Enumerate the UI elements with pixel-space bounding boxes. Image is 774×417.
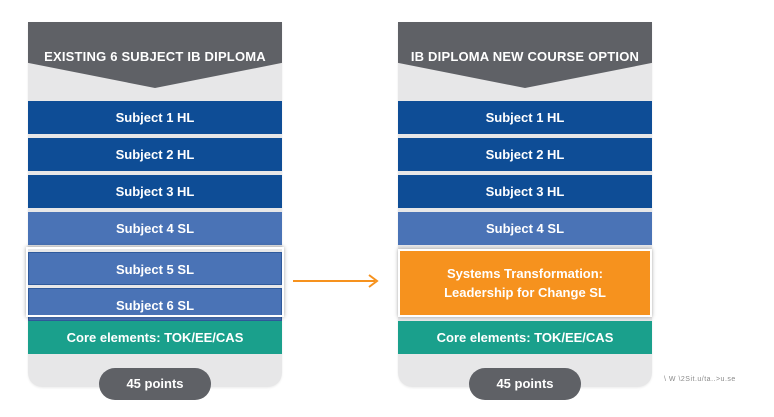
left-points-pill: 45 points	[99, 368, 211, 400]
left-subject-6-sl: Subject 6 SL	[28, 288, 282, 321]
new-course-block: Systems Transformation: Leadership for C…	[398, 249, 652, 317]
new-course-title: IB DIPLOMA NEW COURSE OPTION	[410, 49, 640, 64]
right-subject-3-hl: Subject 3 HL	[398, 175, 652, 208]
new-course-line-2: Leadership for Change SL	[444, 285, 606, 300]
existing-diploma-title: EXISTING 6 SUBJECT IB DIPLOMA	[44, 49, 266, 64]
right-subject-4-sl: Subject 4 SL	[398, 212, 652, 245]
right-subject-2-hl: Subject 2 HL	[398, 138, 652, 171]
left-subject-2-hl: Subject 2 HL	[28, 138, 282, 171]
right-points-pill: 45 points	[469, 368, 581, 400]
new-course-column: IB DIPLOMA NEW COURSE OPTION Subject 1 H…	[398, 22, 652, 400]
arrow-right-icon	[293, 274, 379, 288]
left-subject-1-hl: Subject 1 HL	[28, 101, 282, 134]
existing-diploma-column: EXISTING 6 SUBJECT IB DIPLOMA Subject 1 …	[26, 22, 284, 400]
left-core-elements: Core elements: TOK/EE/CAS	[28, 321, 282, 354]
left-subject-5-sl: Subject 5 SL	[28, 252, 282, 285]
left-subject-4-sl: Subject 4 SL	[28, 212, 282, 245]
new-course-line-1: Systems Transformation:	[446, 266, 604, 281]
right-subject-1-hl: Subject 1 HL	[398, 101, 652, 134]
right-core-elements: Core elements: TOK/EE/CAS	[398, 321, 652, 354]
watermark: \ W \2Sit.u/ta..>u.se	[664, 376, 736, 383]
left-subject-3-hl: Subject 3 HL	[28, 175, 282, 208]
